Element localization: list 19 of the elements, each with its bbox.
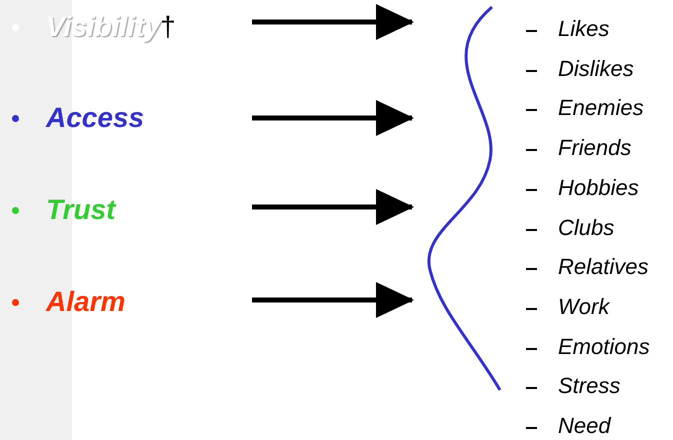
- list-item: Hobbies: [558, 174, 639, 201]
- list-item: Clubs: [558, 214, 614, 240]
- list-item: Enemies: [558, 95, 644, 122]
- list-item: Emotions: [558, 334, 650, 360]
- arrow: [252, 189, 414, 225]
- term-text: Trust: [46, 193, 252, 227]
- list-item: Friends: [558, 135, 632, 162]
- list-item: Need: [558, 413, 611, 439]
- arrow: [252, 282, 414, 318]
- arrow: [252, 100, 414, 136]
- list-item: Dislikes: [558, 56, 634, 82]
- term-text: Visibility†: [46, 10, 252, 44]
- term-text: Access: [46, 101, 252, 135]
- list-item: Work: [558, 294, 610, 320]
- list-item: Stress: [558, 373, 620, 400]
- term-text: Alarm: [46, 285, 252, 319]
- list-item: Relatives: [558, 254, 648, 280]
- arrow: [252, 4, 414, 40]
- list-item: Likes: [558, 16, 610, 42]
